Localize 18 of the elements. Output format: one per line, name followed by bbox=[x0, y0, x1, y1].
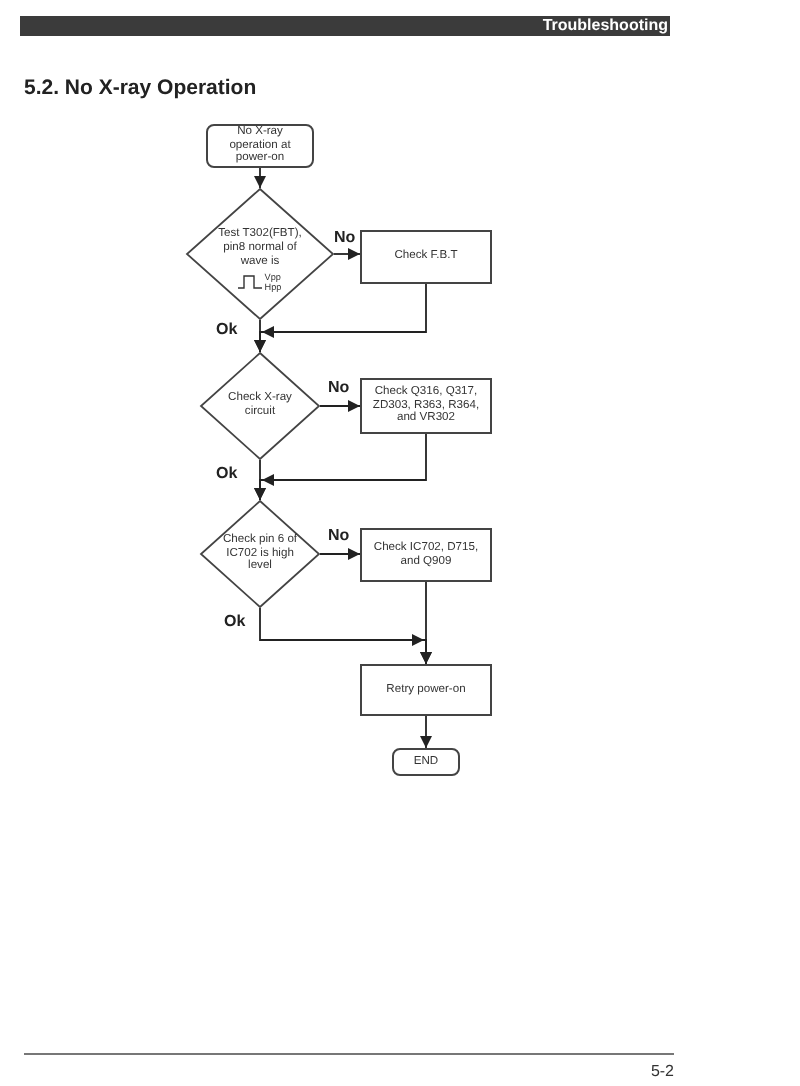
process-box bbox=[360, 378, 492, 434]
decision-diamond bbox=[200, 500, 320, 608]
process-box bbox=[360, 664, 492, 716]
section-header: Troubleshooting bbox=[542, 16, 668, 36]
edge-label: No bbox=[328, 380, 350, 396]
page-number: 5-2 bbox=[650, 1062, 674, 1080]
edge-label: Ok bbox=[216, 322, 238, 338]
decision-diamond bbox=[200, 352, 320, 460]
terminal-box bbox=[206, 124, 314, 168]
edge-label: No bbox=[328, 528, 350, 544]
process-box bbox=[360, 230, 492, 284]
edge-label: Ok bbox=[216, 466, 238, 482]
terminal-box bbox=[392, 748, 460, 776]
page-title: 5.2. No X-ray Operation bbox=[24, 76, 257, 100]
edge-label: Ok bbox=[224, 614, 246, 630]
decision-diamond bbox=[186, 188, 334, 320]
process-box bbox=[360, 528, 492, 582]
edge-label: No bbox=[334, 230, 356, 246]
